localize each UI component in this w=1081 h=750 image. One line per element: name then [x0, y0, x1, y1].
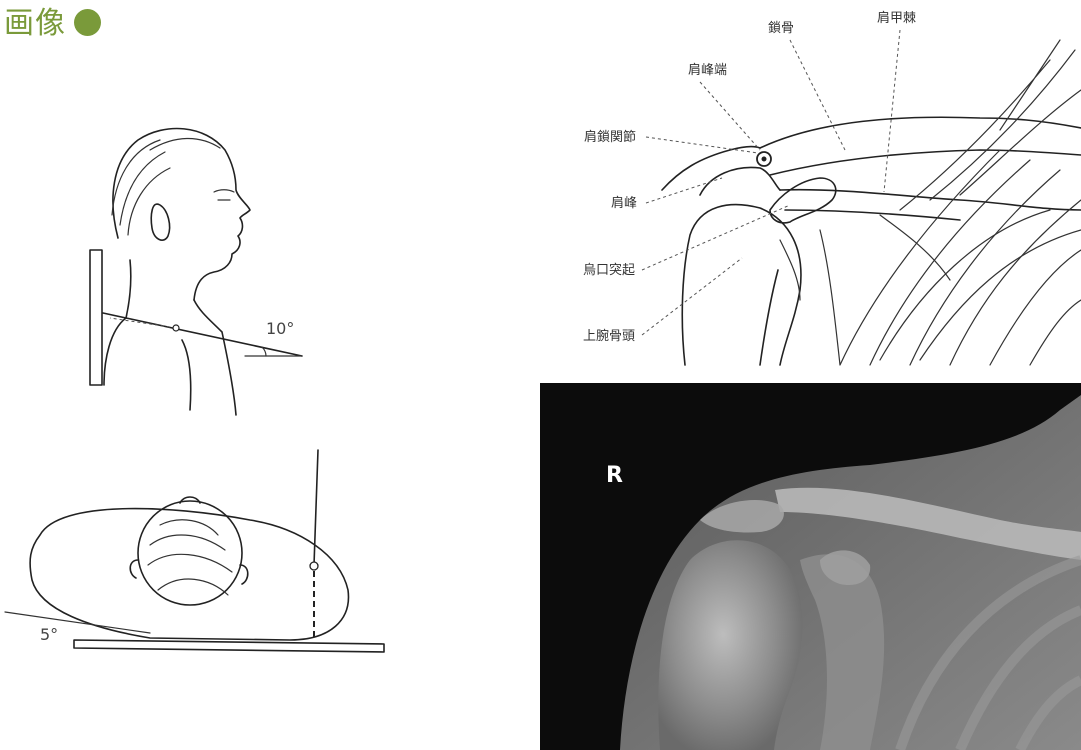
label-scapular-spine: 肩甲棘: [877, 10, 916, 26]
clavicle-outline: [760, 117, 1081, 175]
table-board: [74, 640, 384, 652]
landmark-point: [173, 325, 179, 331]
label-clavicle: 鎖骨: [768, 20, 794, 36]
coracoid-outline: [770, 178, 836, 223]
label-humeral-head: 上腕骨頭: [583, 328, 635, 344]
ear: [151, 204, 169, 240]
hair-lines: [112, 138, 220, 235]
xray-side-marker: R: [606, 463, 623, 488]
label-acromial-end: 肩峰端: [688, 62, 727, 78]
acromion-outline: [662, 147, 780, 195]
label-acromion: 肩峰: [611, 195, 637, 211]
leader-scapular-spine: [884, 30, 900, 192]
leader-acromion: [646, 178, 722, 203]
leader-coracoid: [642, 205, 790, 270]
chair-back: [90, 250, 102, 385]
label-ac-joint: 肩鎖関節: [584, 129, 636, 145]
axial-positioning-illustration: 5°: [5, 450, 384, 652]
humeral-head-outline: [682, 205, 801, 365]
leader-ac-joint: [646, 137, 758, 153]
angle-10-label: 10°: [266, 319, 294, 338]
scapula-lines: [780, 150, 1081, 365]
tilt-reference-line: [5, 612, 150, 633]
angle-5-label: 5°: [40, 625, 58, 644]
leader-humeral-head: [642, 258, 742, 335]
lateral-positioning-illustration: 10°: [90, 129, 302, 415]
ray-center-point: [310, 562, 318, 570]
rib-lines: [880, 40, 1081, 360]
hair-whorl: [148, 520, 232, 595]
shoulder-xray: R: [540, 383, 1081, 750]
shoulder-anatomy-diagram: 鎖骨 肩甲棘 肩峰端 肩鎖関節 肩峰 烏口突起 上腕骨頭: [583, 10, 1081, 365]
ear-right: [240, 565, 248, 584]
leader-acromial-end: [700, 82, 760, 150]
head-top-view: [138, 501, 242, 605]
ac-joint-center: [762, 157, 767, 162]
head-outline: [113, 129, 250, 300]
body-outline: [30, 509, 348, 640]
ear-left: [130, 560, 138, 578]
eye: [214, 190, 234, 200]
neck-back: [126, 260, 131, 318]
label-coracoid: 烏口突起: [583, 262, 635, 278]
